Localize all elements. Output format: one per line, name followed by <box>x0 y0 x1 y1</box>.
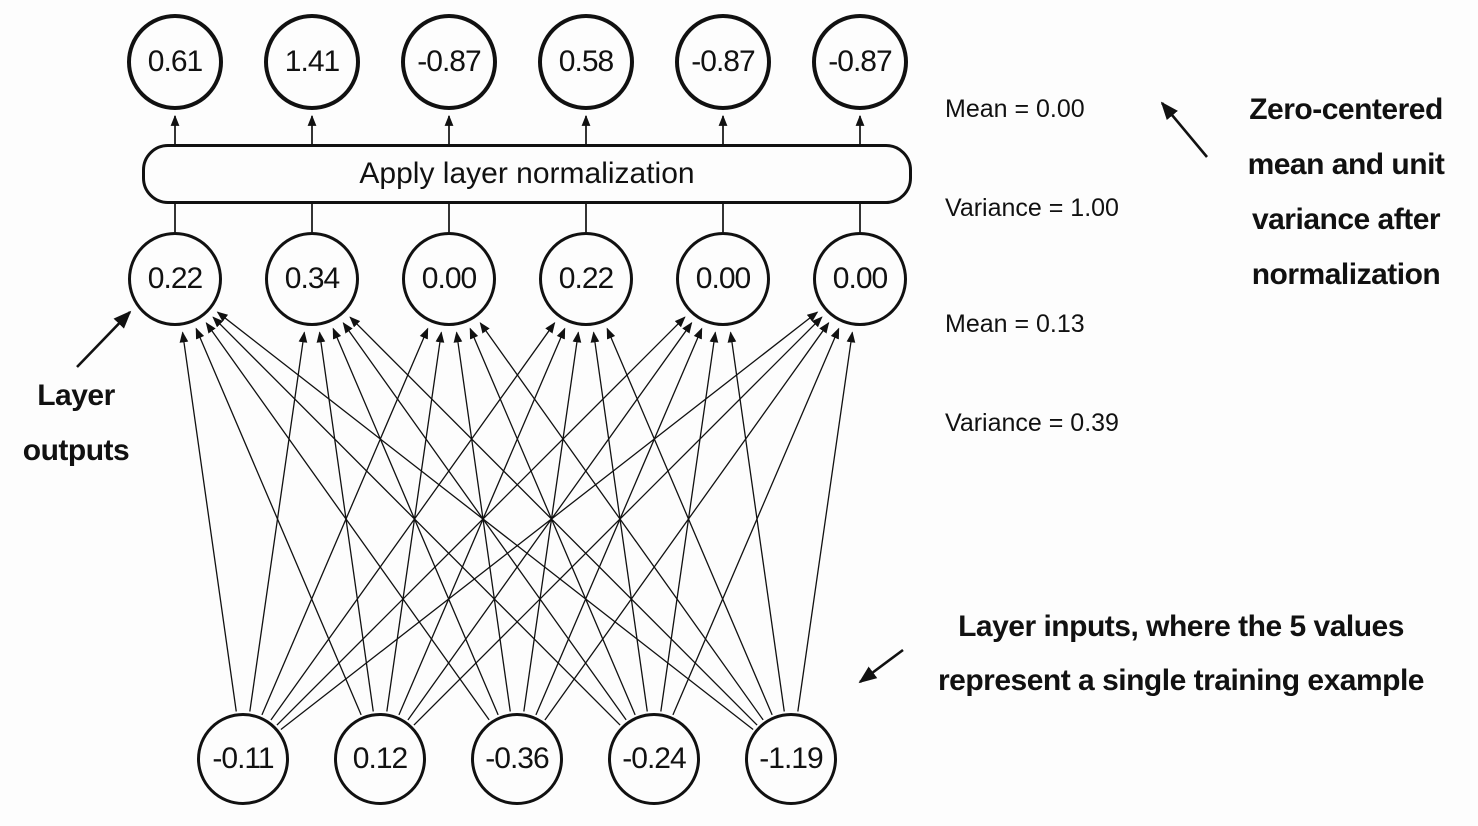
input-to-output-edge <box>672 327 840 716</box>
input-to-output-edge <box>535 327 703 716</box>
input-to-output-edge <box>276 316 686 726</box>
input-to-output-edge <box>544 322 830 721</box>
layer-output-node-4: 0.22 <box>539 232 633 326</box>
input-to-output-edge <box>349 316 758 726</box>
zero-centered-arrow <box>1160 101 1208 158</box>
input-to-output-edge <box>270 322 556 721</box>
input-to-output-edge <box>469 327 636 716</box>
input-node-4: -0.24 <box>608 713 700 805</box>
mean-before-label: Mean = 0.13 <box>945 310 1085 338</box>
layer-output-node-3: 0.00 <box>402 232 496 326</box>
caption-layer-inputs: Layer inputs, where the 5 values represe… <box>900 600 1462 708</box>
variance-after-label: Variance = 1.00 <box>945 194 1119 222</box>
input-to-output-edge <box>727 331 785 712</box>
layer-output-node-6: 0.00 <box>813 232 907 326</box>
input-to-output-edge <box>195 327 362 716</box>
normalized-node-3: -0.87 <box>401 14 497 110</box>
caption-line: Zero-centered <box>1249 93 1443 126</box>
input-to-output-edge <box>386 331 445 712</box>
input-to-output-edge <box>179 331 237 712</box>
caption-line: mean and unit <box>1247 148 1445 181</box>
input-node-2: 0.12 <box>334 713 426 805</box>
input-node-5: -1.19 <box>745 713 837 805</box>
normalized-node-5: -0.87 <box>675 14 771 110</box>
caption-line: normalization <box>1251 258 1441 291</box>
input-to-output-edge <box>453 331 511 712</box>
caption-line: Layer inputs, where the 5 values <box>958 610 1404 643</box>
input-node-3: -0.36 <box>471 713 563 805</box>
layer-inputs-arrow <box>858 648 904 684</box>
input-to-output-edge <box>523 331 582 712</box>
normalized-node-1: 0.61 <box>127 14 223 110</box>
stats-after-normalization: Mean = 0.00 Variance = 1.00 <box>945 27 1119 291</box>
normalized-node-4: 0.58 <box>538 14 634 110</box>
input-node-1: -0.11 <box>197 713 289 805</box>
caption-line: Layer <box>37 379 115 412</box>
input-to-output-edge <box>590 331 648 712</box>
input-to-output-edge <box>398 327 566 716</box>
caption-line: represent a single training example <box>937 664 1425 697</box>
layer-outputs-arrow <box>76 310 132 368</box>
input-to-output-edge <box>261 327 429 716</box>
caption-layer-outputs: Layer outputs <box>0 368 152 478</box>
caption-zero-centered: Zero-centered mean and unit variance aft… <box>1228 82 1464 302</box>
stats-before-normalization: Mean = 0.13 Variance = 0.39 <box>945 242 1119 506</box>
input-to-output-edge <box>797 331 856 712</box>
input-to-output-edge <box>316 331 374 712</box>
input-to-output-edge <box>660 331 719 712</box>
input-to-output-edge <box>606 327 773 716</box>
input-to-output-edge <box>332 327 499 716</box>
apply-layer-normalization-box: Apply layer normalization <box>142 144 912 204</box>
layer-output-node-2: 0.34 <box>265 232 359 326</box>
input-to-output-edge <box>413 316 823 726</box>
normalized-node-2: 1.41 <box>264 14 360 110</box>
caption-line: variance after <box>1251 203 1441 236</box>
input-to-output-edge <box>407 322 693 721</box>
layer-output-node-1: 0.22 <box>128 232 222 326</box>
input-to-output-edge <box>479 322 764 721</box>
caption-line: outputs <box>22 434 130 467</box>
input-to-output-edge <box>212 316 621 726</box>
variance-before-label: Variance = 0.39 <box>945 409 1119 437</box>
input-to-output-edge <box>216 311 754 731</box>
normalized-node-6: -0.87 <box>812 14 908 110</box>
input-to-output-edge <box>249 331 308 712</box>
input-to-output-edge <box>205 322 490 721</box>
layer-output-node-5: 0.00 <box>676 232 770 326</box>
mean-after-label: Mean = 0.00 <box>945 95 1085 123</box>
input-to-output-edge <box>280 311 819 731</box>
input-to-output-edge <box>342 322 627 721</box>
